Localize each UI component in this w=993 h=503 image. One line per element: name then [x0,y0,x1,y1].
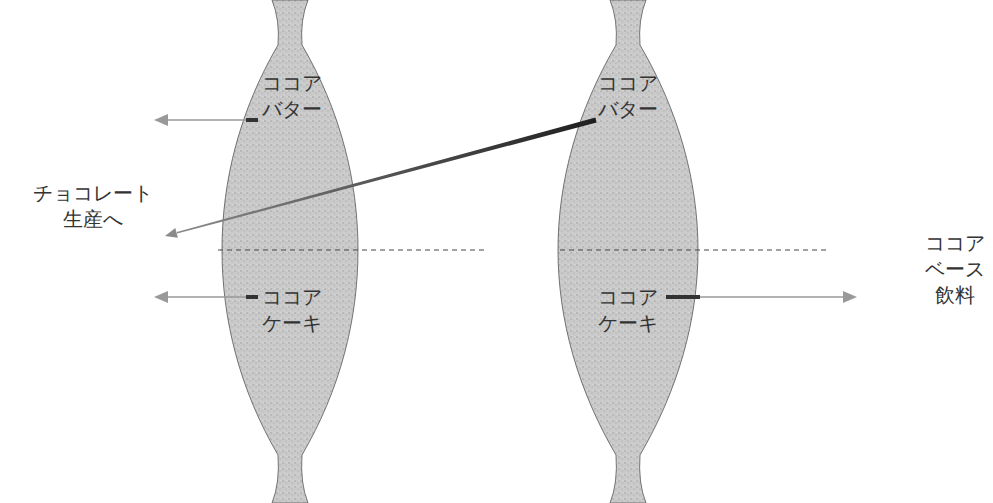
region-label: ココア バター [594,70,662,122]
region-label: ココア ケーキ [258,284,326,336]
arrow-shaft [166,296,250,298]
spindle-shape [222,0,358,503]
product-label: ココア ベース 飲料 [921,230,989,308]
arrow-head [154,291,168,303]
arrow-stub [246,118,258,122]
arrow-head [165,228,178,238]
arrow-stub [666,295,700,299]
arrow-head [154,114,168,126]
cocoa-cake-region: ココア ケーキ [256,282,328,338]
arrow-shaft [166,119,250,121]
destination-label: チョコレート 生産へ [29,180,157,232]
cocoa-cake-region: ココア ケーキ [592,282,664,338]
region-label: ココア バター [258,70,326,122]
arrow-shaft [177,118,597,234]
cocoa-butter-region: ココア バター [256,68,328,124]
arrow-head [843,291,857,303]
dashed-divider [218,250,485,251]
spindle-shape [558,0,698,503]
dashed-divider [560,250,830,251]
arrow-stub [246,295,258,299]
region-label: ココア ケーキ [594,284,662,336]
cocoa-butter-region: ココア バター [592,68,664,124]
